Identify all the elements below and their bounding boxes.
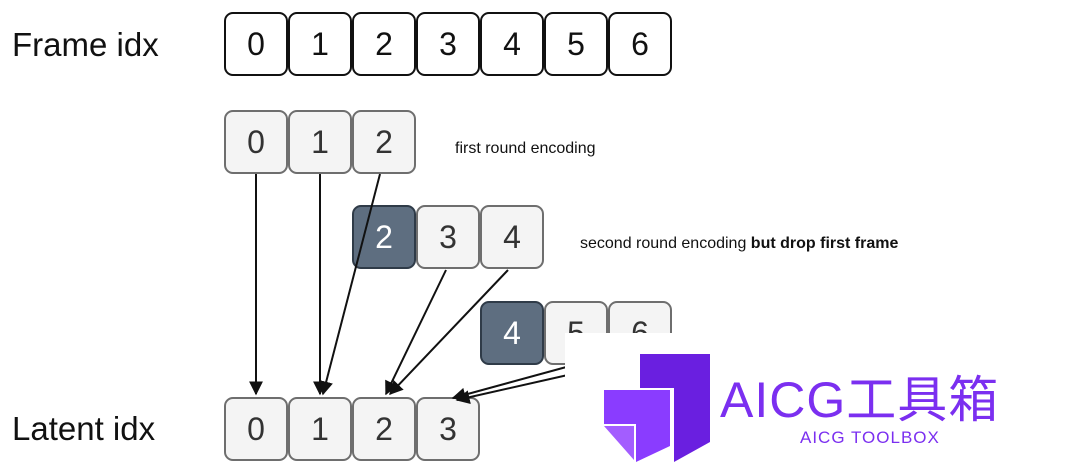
frame-box: 1 bbox=[288, 12, 352, 76]
latent-box: 2 bbox=[352, 397, 416, 461]
latent-box: 3 bbox=[416, 397, 480, 461]
frame-idx-label: Frame idx bbox=[12, 26, 159, 63]
round2-box: 4 bbox=[480, 205, 544, 269]
arrow-r1-2-to-l1 bbox=[319, 173, 381, 396]
round1-caption: first round encoding bbox=[455, 140, 596, 157]
round1-box: 2 bbox=[352, 110, 416, 174]
round1-box: 1 bbox=[288, 110, 352, 174]
frame-box: 6 bbox=[608, 12, 672, 76]
round1-box: 0 bbox=[224, 110, 288, 174]
round2-box: 3 bbox=[416, 205, 480, 269]
watermark-subtitle: AICG TOOLBOX bbox=[800, 428, 940, 447]
latent-idx-label: Latent idx bbox=[12, 410, 156, 447]
latent-box: 0 bbox=[224, 397, 288, 461]
latent-box: 1 bbox=[288, 397, 352, 461]
round2-caption-normal: second round encoding bbox=[580, 235, 751, 252]
arrow-r2-4-to-l2 bbox=[389, 269, 509, 396]
arrow-r3-5-to-l3 bbox=[451, 365, 571, 402]
frame-box: 5 bbox=[544, 12, 608, 76]
frame-box: 4 bbox=[480, 12, 544, 76]
aicg-logo-icon bbox=[604, 354, 710, 462]
round2-caption: second round encoding but drop first fra… bbox=[580, 235, 898, 253]
frame-box: 0 bbox=[224, 12, 288, 76]
round3-dropped-box: 4 bbox=[480, 301, 544, 365]
watermark-title: AICG工具箱 bbox=[720, 372, 1000, 428]
arrow-r2-3-to-l2 bbox=[385, 269, 447, 396]
frame-box: 3 bbox=[416, 12, 480, 76]
round2-caption-bold: but drop first frame bbox=[750, 235, 899, 252]
frame-box: 2 bbox=[352, 12, 416, 76]
